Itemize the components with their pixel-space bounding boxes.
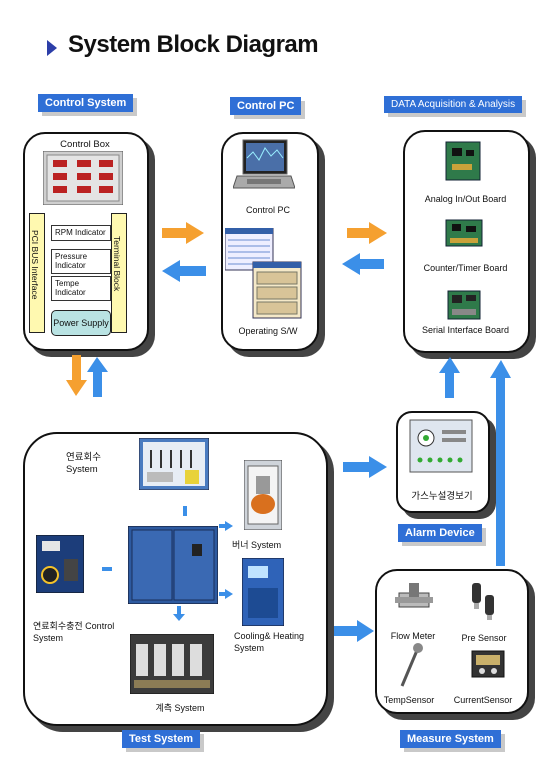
flow-meter-icon: [395, 583, 433, 608]
control-box-title: Control Box: [60, 139, 110, 150]
analog-board-icon: [445, 141, 481, 181]
counter-board-icon: [445, 219, 483, 247]
measure-system-inner-label: 계측 System: [155, 703, 205, 713]
control-pc-label: Control PC: [245, 205, 290, 215]
burner-label: 버너 System: [232, 540, 282, 550]
counter-board-label: Counter/Timer Board: [423, 263, 508, 273]
flow-meter-label: Flow Meter: [390, 631, 436, 641]
fuel-recovery-photo: [139, 438, 209, 490]
analog-board-label: Analog In/Out Board: [424, 194, 507, 204]
laptop-icon: [233, 139, 295, 189]
test-chamber-photo: [128, 526, 218, 604]
terminal-block-bar: [111, 213, 127, 333]
pre-sensor-label: Pre Sensor: [461, 633, 507, 643]
arrow-measure-to-daq: [490, 360, 511, 566]
temp-sensor-label: TempSensor: [383, 695, 435, 705]
tag-control-system: Control System: [38, 94, 134, 112]
tag-measure-system: Measure System: [400, 730, 501, 748]
pci-bus-label: PCI BUS Interface: [30, 230, 40, 300]
arrow-cs-down: [66, 355, 87, 396]
tempe-indicator: Tempe Indicator: [51, 276, 111, 301]
temp-sensor-icon: [400, 643, 423, 687]
fuel-control-panel-photo: [36, 535, 84, 593]
control-box-photo: [43, 151, 123, 205]
operating-sw-label: Operating S/W: [238, 326, 298, 336]
current-sensor-label: CurrentSensor: [453, 695, 513, 705]
page-title: System Block Diagram: [68, 31, 319, 58]
current-sensor-icon: [471, 650, 505, 678]
arrow-pc-to-cs: [162, 260, 206, 282]
tag-control-pc: Control PC: [230, 97, 302, 115]
cooling-heating-photo: [242, 558, 284, 626]
fuel-recovery-label: 연료회수 System: [66, 452, 101, 475]
arrow-test-to-measure: [333, 620, 374, 642]
serial-board-label: Serial Interface Board: [421, 325, 510, 335]
cooling-heating-label: Cooling& Heating System: [234, 631, 305, 653]
serial-board-icon: [447, 290, 481, 320]
tag-daq: DATA Acquisition & Analysis: [384, 96, 523, 113]
arrow-cs-up: [87, 357, 108, 397]
tag-test-system: Test System: [122, 730, 200, 748]
burner-photo: [244, 460, 282, 530]
arrow-cs-to-pc: [162, 222, 204, 244]
pressure-indicator: Pressure Indicator: [51, 249, 111, 274]
measurement-rig-photo: [130, 634, 214, 694]
fuel-control-label: 연료회수충전 Control System: [33, 621, 115, 643]
software-screens-icon: [225, 228, 302, 319]
terminal-block-label: Terminal Block: [112, 236, 122, 292]
arrow-alarm-to-daq: [439, 357, 460, 398]
arrow-test-to-alarm: [343, 456, 387, 478]
pressure-sensor-icon: [472, 583, 494, 620]
arrow-pc-to-daq: [347, 222, 387, 244]
tag-alarm-device: Alarm Device: [398, 524, 482, 542]
gas-alarm-label: 가스누설경보기: [411, 491, 473, 502]
arrow-daq-to-pc: [342, 253, 384, 275]
power-supply: Power Supply: [51, 310, 111, 336]
rpm-indicator: RPM Indicator: [51, 225, 111, 241]
gas-alarm-device-icon: [409, 419, 473, 473]
title-bullet-icon: [47, 40, 57, 56]
pci-bus-bar: [29, 213, 45, 333]
